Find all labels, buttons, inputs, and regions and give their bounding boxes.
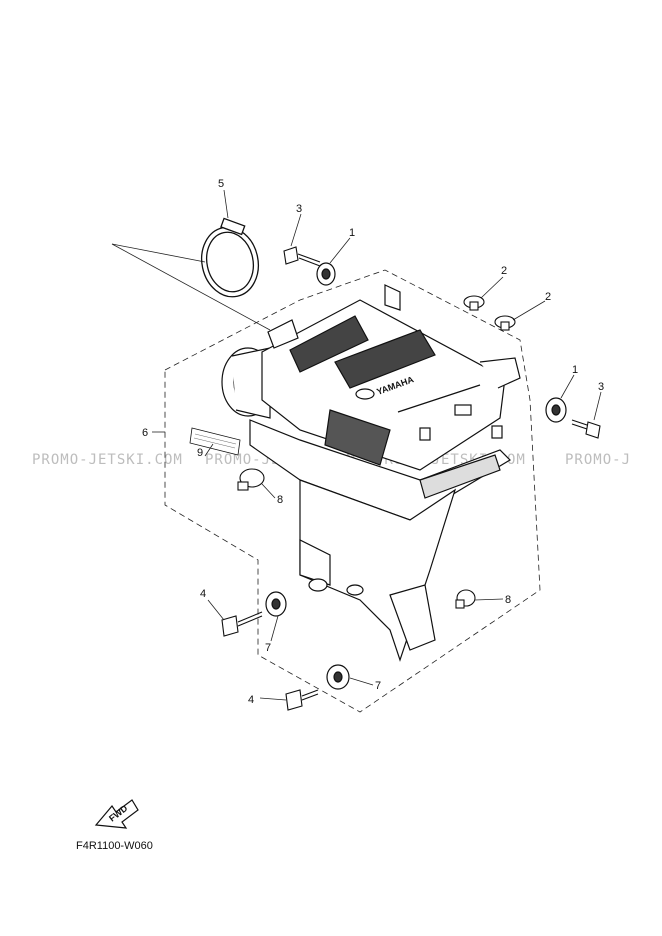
hose-clamp xyxy=(201,217,259,298)
fwd-arrow: FWD xyxy=(94,799,139,829)
collar-right xyxy=(494,315,516,331)
callout-leaders xyxy=(152,189,602,701)
grommet-lower-left xyxy=(265,591,287,617)
assembly-boundary xyxy=(164,269,541,713)
callout-9: 9 xyxy=(197,447,203,459)
callout-1-right: 1 xyxy=(572,364,578,376)
watermark-text-1: PROMO-JETSKI.COM xyxy=(32,452,183,468)
callout-7-upper: 7 xyxy=(265,642,271,654)
callout-5: 5 xyxy=(218,178,224,190)
callout-2-top: 2 xyxy=(501,265,507,277)
callout-3-top: 3 xyxy=(296,203,302,215)
callout-4-upper: 4 xyxy=(200,588,206,600)
bolt-lower-left xyxy=(221,611,263,637)
collar-top-right xyxy=(463,295,485,311)
grommet-right xyxy=(545,397,567,423)
callout-7-lower: 7 xyxy=(375,680,381,692)
bolt-bottom xyxy=(285,689,319,711)
callouts: 5 3 1 2 2 1 3 6 9 8 4 7 8 4 7 xyxy=(142,178,604,706)
callout-2-right: 2 xyxy=(545,291,551,303)
callout-4-lower: 4 xyxy=(248,694,254,706)
collar-lower-right xyxy=(455,589,476,609)
callout-3-right: 3 xyxy=(598,381,604,393)
air-box xyxy=(221,284,521,662)
collar-left xyxy=(237,468,265,491)
clamp-leaders xyxy=(111,243,271,331)
label-sticker xyxy=(189,427,241,456)
bolt-right xyxy=(571,419,601,439)
part-code: F4R1100-W060 xyxy=(76,840,153,852)
callout-8-left: 8 xyxy=(277,494,283,506)
callout-1-top: 1 xyxy=(349,227,355,239)
watermark-text-4: PROMO-J xyxy=(565,452,631,468)
grommet-bottom xyxy=(326,664,350,690)
bolt-top-left xyxy=(283,246,321,267)
callout-8-right: 8 xyxy=(505,594,511,606)
callout-6: 6 xyxy=(142,427,148,439)
grommet-top-left xyxy=(316,262,336,286)
